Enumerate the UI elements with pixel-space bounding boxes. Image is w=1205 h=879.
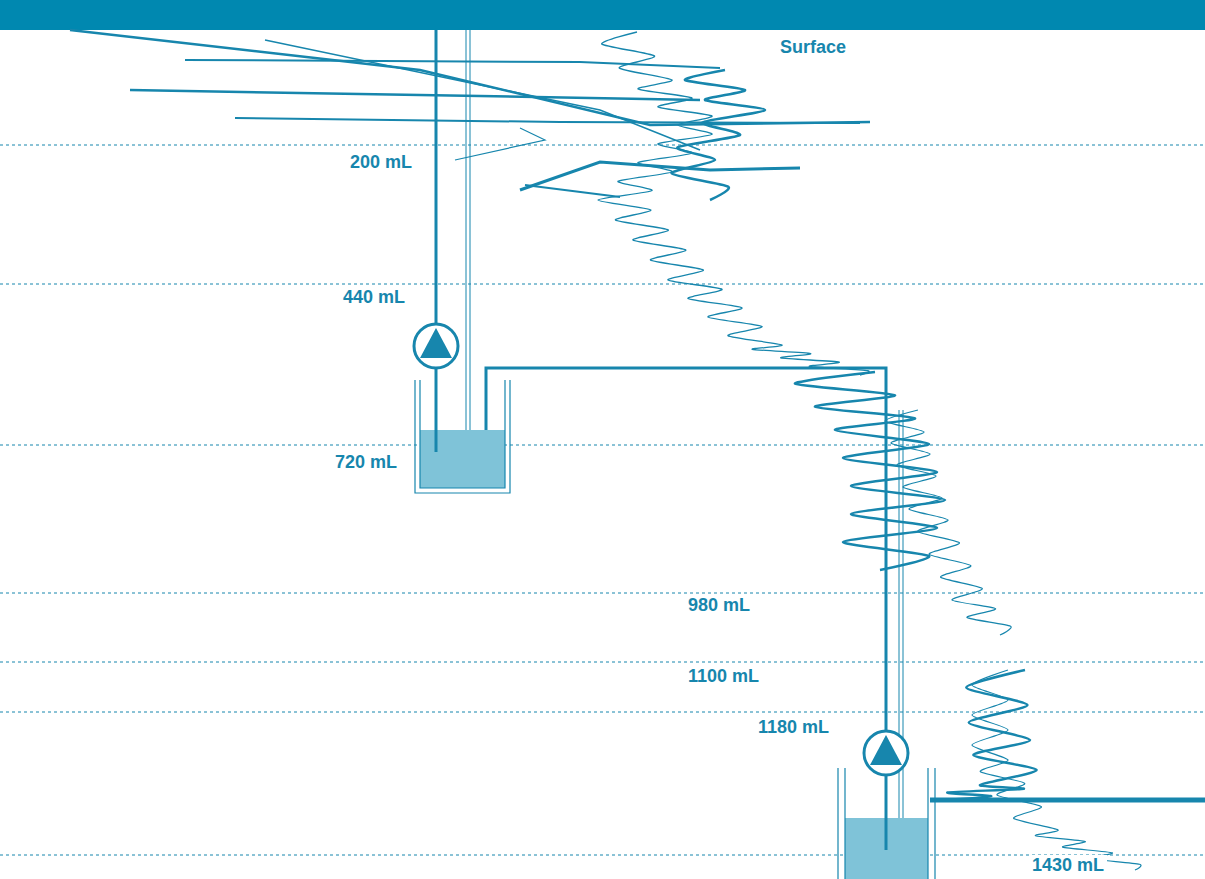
depth-line: [0, 445, 1205, 446]
pipe-end: [435, 430, 438, 452]
depth-label: 1100 mL: [685, 666, 762, 686]
depth-label: 980 mL: [685, 595, 753, 615]
rock-wiggle: [945, 670, 1037, 800]
depth-line: [0, 855, 1205, 856]
thin-pipe: [470, 30, 471, 440]
riser-pipe: [885, 775, 888, 850]
pump-triangle: [870, 735, 902, 765]
water: [420, 430, 505, 488]
rock-streak: [130, 90, 700, 100]
riser-pipe: [435, 30, 438, 324]
depth-label: 200 mL: [347, 152, 415, 172]
rock-wiggle: [885, 410, 1011, 635]
thin-pipe: [466, 30, 467, 440]
rock-streak: [520, 162, 800, 190]
water: [845, 818, 928, 879]
tank-outline: [415, 380, 510, 493]
rock-wiggle: [598, 32, 869, 375]
transfer-pipe: [486, 368, 886, 731]
pump-circle: [864, 731, 908, 775]
rock-wiggle: [672, 70, 765, 200]
depth-line: [0, 145, 1205, 146]
depth-line: [0, 662, 1205, 663]
riser-pipe: [435, 368, 438, 452]
tank-outline: [838, 768, 935, 879]
pump-symbol: [864, 731, 908, 775]
depth-line: [0, 593, 1205, 594]
surface-label: Surface: [777, 37, 849, 57]
depth-label: 1430 mL: [1029, 855, 1107, 875]
rock-streak: [265, 40, 700, 150]
pipes: [436, 30, 1205, 850]
rock-streak: [235, 118, 860, 123]
depth-lines: [0, 145, 1205, 855]
depth-line: [0, 284, 1205, 285]
depth-label: 440 mL: [340, 287, 408, 307]
depth-label: 720 mL: [332, 452, 400, 472]
pump-symbol: [414, 324, 458, 368]
rock-wiggle: [795, 372, 945, 570]
pump-triangle: [420, 328, 452, 358]
rock-wiggle: [972, 670, 1141, 870]
pump-circle: [414, 324, 458, 368]
rock-streak: [525, 185, 620, 197]
sump-tank: [415, 380, 510, 493]
pipe-end: [885, 818, 888, 850]
level-drift: [930, 798, 1205, 803]
rock-profile: [70, 30, 1141, 870]
sump-tank: [838, 768, 935, 879]
depth-line: [0, 712, 1205, 713]
depth-label: 1180 mL: [755, 717, 832, 737]
rock-streak: [455, 128, 545, 160]
surface-bar: [0, 0, 1205, 30]
